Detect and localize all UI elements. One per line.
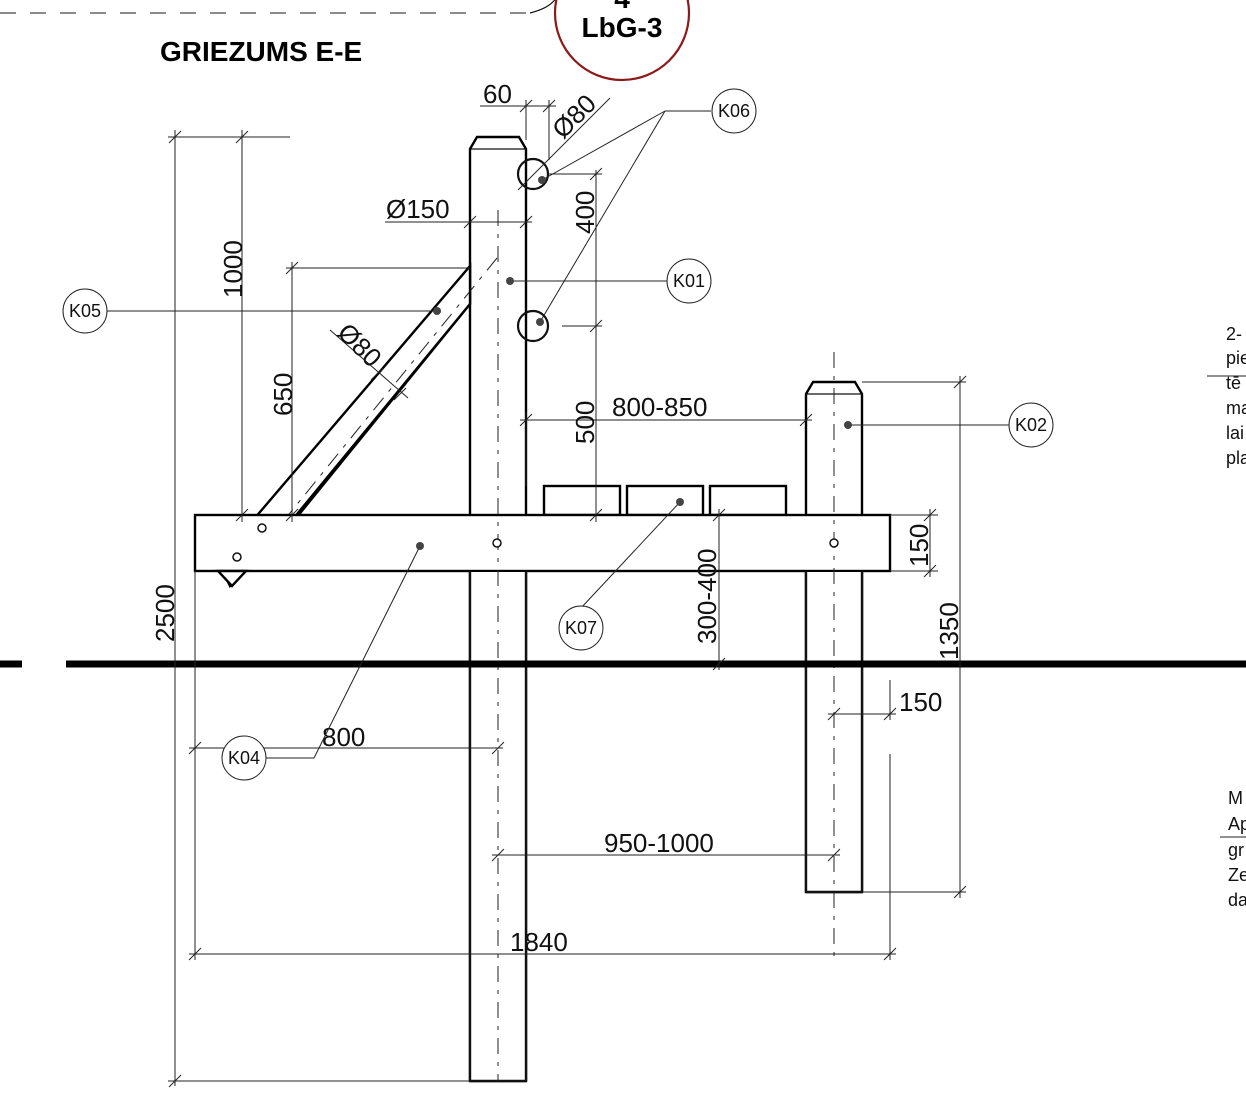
note-line: M [1228,788,1243,808]
svg-text:K07: K07 [565,618,597,638]
callout-number: 4 [614,0,630,14]
callout-circle [553,0,691,82]
section-title: GRIEZUMS E-E [160,36,362,67]
dim-500: 500 [570,401,600,444]
bolt-hole [232,552,242,562]
seat-plank-3 [708,484,788,517]
svg-text:K04: K04 [228,748,260,768]
dim-800: 800 [322,722,365,752]
seat-plank-1 [542,484,622,517]
note-line: lai [1226,423,1244,443]
dim-950-1000: 950-1000 [604,828,714,858]
dim-phi150: Ø150 [386,194,450,224]
bolt-hole [492,538,502,548]
tag-k06[interactable]: K06 [711,88,757,134]
svg-text:K06: K06 [718,101,750,121]
dim-phi80-top: Ø80 [546,88,602,144]
dim-800-850: 800-850 [612,392,707,422]
dim-150-beam: 150 [904,524,934,567]
note-line: pie [1226,348,1246,368]
tag-k01[interactable]: K01 [666,258,712,304]
tag-k02[interactable]: K02 [1008,402,1054,448]
section-callout[interactable]: 4 LbG-3 [553,0,691,82]
dim-400: 400 [570,191,600,234]
svg-text:K01: K01 [673,271,705,291]
note-line: ma [1226,398,1246,418]
note-line: tē [1226,373,1241,393]
tag-k04[interactable]: K04 [221,735,267,781]
dim-300-400: 300-400 [692,549,722,644]
note-line: pla [1226,448,1246,468]
dim-1000: 1000 [218,240,248,298]
tag-k05[interactable]: K05 [62,288,108,334]
note-line: gr [1228,840,1244,860]
tag-k07[interactable]: K07 [558,605,604,651]
dim-650: 650 [268,373,298,416]
side-note-upper: 2- pie tē ma lai pla [1207,324,1246,468]
callout-sheet: LbG-3 [582,12,663,43]
dim-2500: 2500 [150,584,180,642]
bolt-hole [257,523,267,533]
dim-phi80-brace: Ø80 [332,317,388,373]
svg-text:K02: K02 [1015,415,1047,435]
bolt-hole [829,538,839,548]
note-line: Ze [1228,865,1246,885]
handle-bar-bottom [516,309,550,343]
horizontal-beam [193,513,892,573]
note-line: da [1228,890,1246,910]
brace-end [215,569,249,588]
note-line: 2- [1226,324,1242,344]
tag-leaders [107,110,1009,759]
dim-150-post: 150 [899,687,942,717]
callout-leader [529,0,556,14]
note-line: Ap [1228,814,1246,834]
dim-1840: 1840 [510,927,568,957]
svg-text:K05: K05 [69,301,101,321]
dim-1350: 1350 [934,602,964,660]
side-note-lower: M Ap gr Ze da [1220,788,1246,910]
dim-60: 60 [483,79,512,109]
seat-plank-2 [625,484,705,517]
